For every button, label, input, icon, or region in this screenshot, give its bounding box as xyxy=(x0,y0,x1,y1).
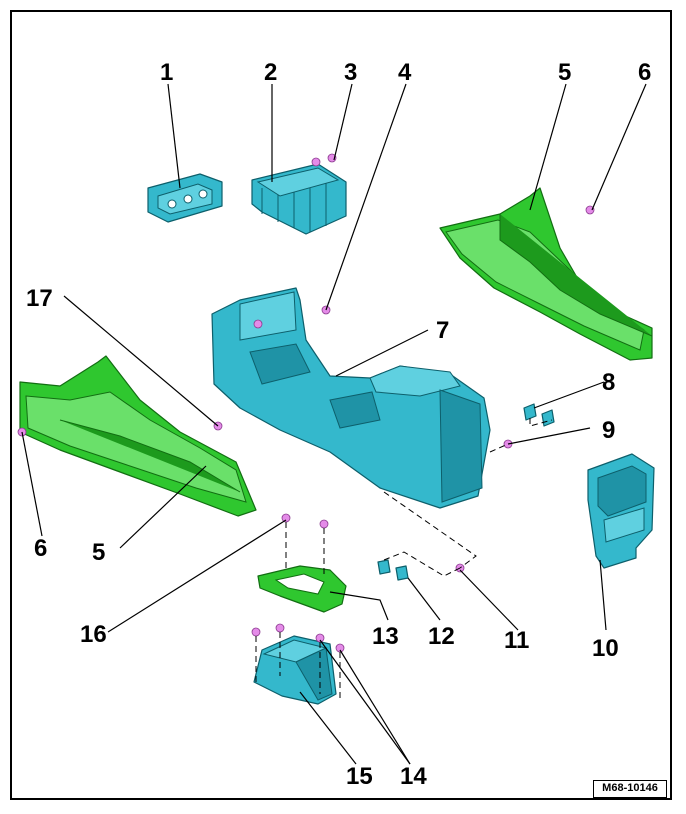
part-10-rear-vent-panel xyxy=(587,453,655,569)
callout-13: 13 xyxy=(372,623,399,650)
diagram-frame xyxy=(10,10,672,800)
callout-5-left: 5 xyxy=(92,539,105,566)
callout-8: 8 xyxy=(602,369,615,396)
part-5-side-trim-right xyxy=(439,187,653,361)
callout-7: 7 xyxy=(436,317,449,344)
callout-14: 14 xyxy=(400,763,427,790)
part-15-storage-tray xyxy=(253,635,337,705)
callout-11: 11 xyxy=(504,627,529,654)
callout-6-right: 6 xyxy=(638,59,651,86)
part-12-clip xyxy=(377,559,409,581)
part-2-cupholder-bracket xyxy=(251,163,347,235)
part-1-control-panel-trim xyxy=(147,173,223,223)
callout-6-left: 6 xyxy=(34,535,47,562)
part-13-bracket xyxy=(257,565,347,613)
leader-lines xyxy=(21,83,647,765)
callout-15: 15 xyxy=(346,763,373,790)
callout-labels: 1 2 3 4 5 6 17 7 8 9 6 5 16 13 12 11 10 … xyxy=(26,59,651,790)
callout-10: 10 xyxy=(592,635,619,662)
drawing-number: M68-10146 xyxy=(593,780,667,798)
callout-1: 1 xyxy=(160,59,173,86)
callout-9: 9 xyxy=(602,417,615,444)
callout-2: 2 xyxy=(264,59,277,86)
callout-12: 12 xyxy=(428,623,455,650)
assembly-lines xyxy=(255,418,553,698)
part-8-clip xyxy=(523,403,555,427)
callout-16: 16 xyxy=(80,621,107,648)
callout-3: 3 xyxy=(344,59,357,86)
callout-17: 17 xyxy=(26,285,53,312)
part-5-side-trim-left xyxy=(19,355,257,517)
callout-4: 4 xyxy=(398,59,412,86)
part-7-centre-console xyxy=(211,287,491,509)
callout-5-right: 5 xyxy=(558,59,571,86)
